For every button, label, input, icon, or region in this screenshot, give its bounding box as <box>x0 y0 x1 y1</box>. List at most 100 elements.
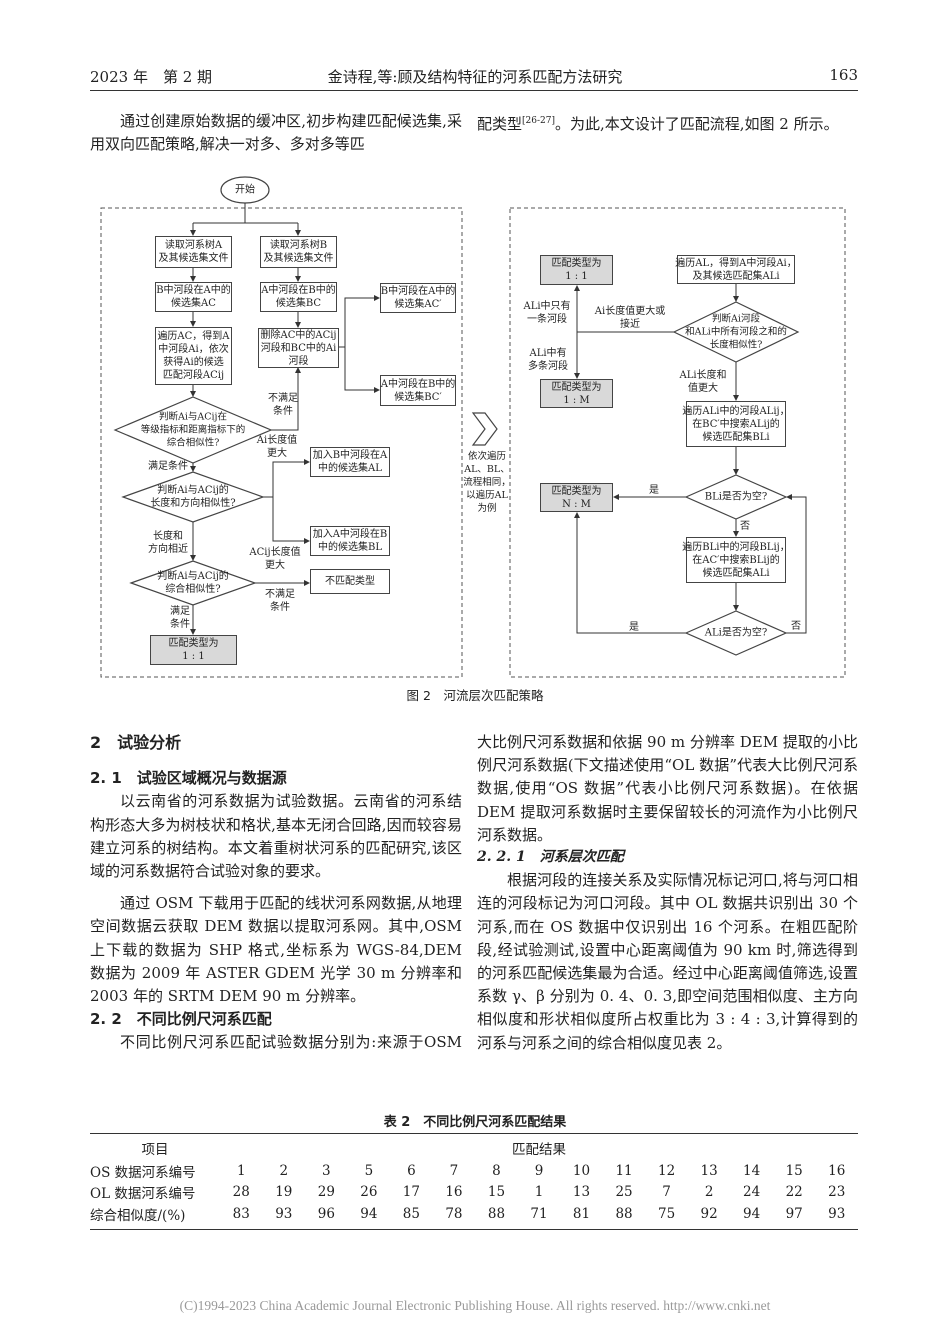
table-header-row: 项目 匹配结果 <box>90 1136 858 1160</box>
one-segment-label: ALi中只有 一条河段 <box>523 301 571 325</box>
table-cell: 96 <box>317 1205 335 1222</box>
text: 配类型 <box>477 115 523 133</box>
flowchart-connectors <box>100 176 846 678</box>
figure-caption: 图 2 河流层次匹配策略 <box>406 688 544 703</box>
table-cell: 1 <box>236 1162 246 1179</box>
table-cell: 9 <box>534 1162 544 1179</box>
row-label: OS 数据河系编号 <box>90 1164 196 1181</box>
citation: [26-27] <box>522 116 555 126</box>
candidate-ac-box: B中河段在A中的 候选集AC <box>155 282 232 312</box>
traverse-ali-box: 遍历ALi中的河段ALij， 在BC′中搜索ALij的 候选匹配集BLi <box>682 401 790 447</box>
start-label: 开始 <box>235 184 255 196</box>
table-cell: 8 <box>492 1162 501 1179</box>
paragraph: 不同比例尺河系匹配试验数据分别为:来源于OSM 的大比例尺河系数据和依据 90 … <box>120 1033 462 1052</box>
type-1-m-box: 匹配类型为 1 : M <box>540 379 613 408</box>
table-cell: 88 <box>615 1205 633 1222</box>
table-cell: 17 <box>402 1184 420 1201</box>
row-label: OL 数据河系编号 <box>90 1186 196 1203</box>
row-label: 综合相似度/(%) <box>90 1207 186 1224</box>
traverse-ac-box: 遍历AC，得到A 中河段Ai，依次 获得Ai的候选 匹配河段ACij <box>155 327 232 385</box>
traverse-al-box: 遍历AL，得到A中河段Ai， 及其候选匹配集ALi <box>675 255 797 284</box>
paragraph: 不同比例尺河系匹配试验数据分别为:来源于OSM 的大比例尺河系数据和依据 90 … <box>477 733 858 844</box>
ai-longer-close-label: Ai长度值更大或 接近 <box>594 306 666 330</box>
table-top-rule <box>90 1133 858 1134</box>
table-cell: 2 <box>279 1162 289 1179</box>
table-cell: 75 <box>657 1205 676 1222</box>
table-cell: 92 <box>700 1205 718 1222</box>
copyright-footer: (C)1994-2023 China Academic Journal Elec… <box>179 1298 771 1313</box>
table-cell: 11 <box>615 1162 633 1179</box>
yes-label-2: 是 <box>629 622 639 633</box>
right-decision-2-label: BLi是否为空? <box>704 491 768 503</box>
table-cell: 78 <box>445 1205 463 1222</box>
table-title: 表 2 不同比例尺河系匹配结果 <box>383 1115 567 1130</box>
table-cell: 19 <box>275 1184 293 1201</box>
table-cell: 1 <box>534 1184 544 1201</box>
table-cell: 97 <box>785 1205 803 1222</box>
traverse-note: 依次遍历 AL、BL、 流程相同， 以遍历AL 为例 <box>463 451 511 514</box>
type-1-1-box: 匹配类型为 1 : 1 <box>150 635 237 665</box>
table-cell: 5 <box>364 1162 374 1179</box>
table-cell: 29 <box>317 1184 335 1201</box>
text: 。为此,本文设计了匹配流程,如图 2 所示。 <box>554 115 839 133</box>
right-dashed-frame <box>509 207 846 678</box>
journal-issue: 2023 年 第 2 期 <box>90 68 213 86</box>
decision-3-label: 判断Ai与ACij的 综合相似性? <box>157 571 229 595</box>
table-cell: 26 <box>360 1184 378 1201</box>
table-cell: 10 <box>572 1162 591 1179</box>
table-cell: 24 <box>743 1184 761 1201</box>
table-cell: 23 <box>828 1184 846 1201</box>
column-header: 匹配结果 <box>512 1142 566 1158</box>
table-cell: 94 <box>743 1205 761 1222</box>
paragraph: 通过 OSM 下载用于匹配的线状河系网数据,从地理空间数据云获取 DEM 数据以… <box>90 894 462 1006</box>
table-cell: 81 <box>572 1205 591 1222</box>
table-cell: 6 <box>407 1162 416 1179</box>
table-cell: 28 <box>232 1184 250 1201</box>
multi-segment-label: ALi中有 多条河段 <box>528 348 568 372</box>
no-match-box: 不匹配类型 <box>310 569 390 594</box>
decision-1-label: 判断Ai与ACij在 等级指标和距离指标下的 综合相似性? <box>140 411 246 449</box>
subsection-title: 2. 1 试验区域概况与数据源 <box>90 769 287 788</box>
paragraph: 通过创建原始数据的缓冲区,初步构建匹配候选集,采用双向匹配策略,解决一对多、多对… <box>90 112 462 154</box>
not-met-label: 不满足 条件 <box>268 393 298 417</box>
candidate-bc-prime-box: A中河段在B中的 候选集BC′ <box>380 375 456 406</box>
paragraph-continued: 不同比例尺河系匹配试验数据分别为:来源于OSM 的大比例尺河系数据和依据 90 … <box>477 731 858 846</box>
table-cell: 16 <box>828 1162 846 1179</box>
acij-longer-label: ACij长度值 更大 <box>249 547 301 571</box>
table-bottom-rule <box>90 1229 858 1230</box>
read-tree-a-box: 读取河系树A 及其候选集文件 <box>155 236 232 268</box>
table-cell: 15 <box>487 1184 506 1201</box>
paragraph: 以云南省的河系数据为试验数据。云南省的河系结构形态大多为树枝状和格状,基本无闭合… <box>90 792 462 881</box>
table-cell: 94 <box>360 1205 378 1222</box>
chevron-right-icon <box>471 412 498 446</box>
left-dashed-frame <box>100 207 463 678</box>
not-met-label-2: 不满足 条件 <box>265 589 295 613</box>
intro-right: 配类型[26-27]。为此,本文设计了匹配流程,如图 2 所示。 <box>477 110 858 136</box>
right-column: 不同比例尺河系匹配试验数据分别为:来源于OSM 的大比例尺河系数据和依据 90 … <box>477 731 858 1055</box>
table-cell: 16 <box>445 1184 463 1201</box>
yes-label: 是 <box>649 485 659 496</box>
subsection-title: 2. 2 不同比例尺河系匹配 <box>90 1010 272 1029</box>
table-cell: 25 <box>615 1184 633 1201</box>
table-cell: 2 <box>704 1184 714 1201</box>
met-label: 满足条件 <box>148 461 188 472</box>
add-al-box: 加入B中河段在A 中的候选集AL <box>310 447 390 477</box>
table-cell: 88 <box>487 1205 506 1222</box>
delete-box: 删除AC中的ACij 河段和BC中的Ai 河段 <box>258 328 339 368</box>
left-column: 2 试验分析 2. 1 试验区域概况与数据源 以云南省的河系数据为试验数据。云南… <box>90 731 462 1054</box>
right-type-1-1-box: 匹配类型为 1 : 1 <box>540 255 613 285</box>
paragraph: 根据河段的连接关系及实际情况标记河口,将与河口相连的河段标记为河口河段。其中 O… <box>477 871 858 1052</box>
table-cell: 22 <box>785 1184 803 1201</box>
no-label-2: 否 <box>791 621 801 632</box>
table-cell: 71 <box>530 1205 548 1222</box>
table-cell: 7 <box>662 1184 671 1201</box>
ai-longer-label: Ai长度值 更大 <box>256 435 298 459</box>
intro-left: 通过创建原始数据的缓冲区,初步构建匹配候选集,采用双向匹配策略,解决一对多、多对… <box>90 110 462 156</box>
read-tree-b-box: 读取河系树B 及其候选集文件 <box>260 236 337 268</box>
add-bl-box: 加入A中河段在B 中的候选集BL <box>310 526 390 556</box>
ali-longer-label: ALi长度和 值更大 <box>679 370 727 394</box>
met-label-2: 满足 条件 <box>170 606 190 630</box>
